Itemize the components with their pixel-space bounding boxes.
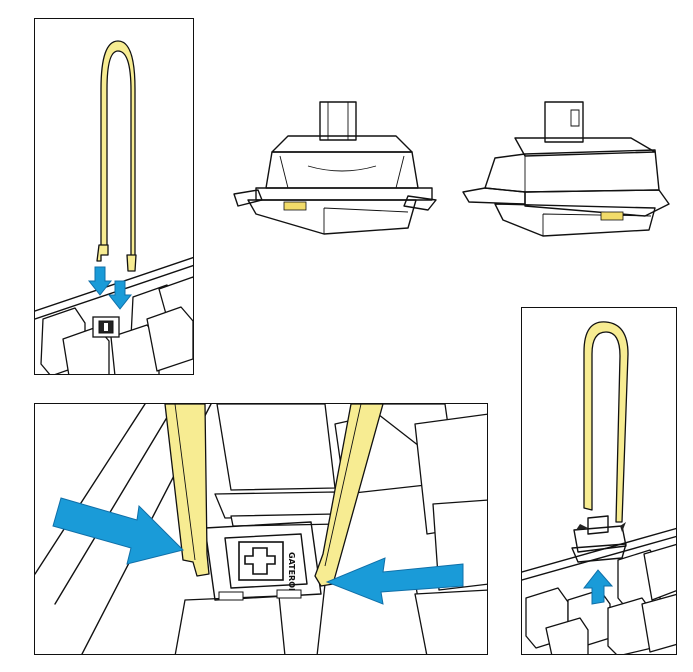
switch-stem (544, 101, 584, 143)
base-tab-left (233, 189, 263, 207)
keyboard-frame-inner (522, 535, 676, 581)
switch-latch (600, 211, 624, 221)
left-arrow-icon (325, 557, 464, 605)
step-lift-switch-panel (521, 307, 677, 655)
step-insert-puller-panel (34, 18, 194, 375)
lifted-switch (571, 515, 627, 563)
bottom-housing-edge (542, 213, 652, 236)
down-arrow-icon (87, 266, 113, 296)
mechanical-switch-side-icon (462, 101, 670, 237)
keycap (62, 326, 110, 374)
bottom-housing (247, 199, 417, 235)
down-arrow-icon (107, 280, 133, 310)
puller-prong-right (314, 404, 384, 587)
keycap-edge (230, 513, 340, 527)
housing-base (255, 187, 433, 201)
exposed-switch (92, 316, 120, 338)
keycap (643, 543, 676, 601)
puller-prong-left (164, 404, 210, 577)
squeeze-latches-illustration: GATERON (35, 404, 487, 654)
stem-detail (570, 109, 580, 127)
housing-stamp: GATERON (287, 552, 296, 595)
base-tab-left (462, 187, 526, 205)
switch-front-view (228, 96, 440, 246)
keyboard-frame-edge (522, 527, 676, 573)
right-arrow-icon (52, 497, 184, 565)
prong-inner-edges (174, 404, 362, 567)
switch-latch (283, 201, 307, 211)
insert-puller-illustration (35, 40, 193, 374)
keycap (414, 589, 487, 654)
base-tab-right (403, 195, 437, 211)
stem-edges (327, 102, 349, 140)
housing-base (524, 189, 670, 217)
puller-prong-right (126, 254, 137, 272)
puller-prong-left (96, 244, 109, 262)
exposed-switch: GATERON (204, 521, 322, 601)
up-arrow-icon (582, 569, 614, 605)
keycap (216, 404, 336, 491)
housing-top (271, 135, 413, 153)
switch-stem (319, 101, 357, 141)
step-squeeze-latches-panel: GATERON (34, 403, 488, 655)
switch-side-view (455, 96, 677, 246)
keycap (146, 306, 193, 372)
housing-body (265, 151, 419, 189)
keycap (174, 595, 286, 654)
keycap (545, 617, 589, 654)
bottom-housing-edge (323, 207, 409, 234)
lift-switch-illustration (522, 321, 676, 654)
switch-puller-tool (100, 40, 136, 262)
housing-detail (279, 155, 405, 189)
keycap (641, 593, 676, 653)
bottom-housing (494, 203, 656, 237)
mechanical-switch-front-icon (233, 101, 437, 235)
switch-puller-tool (583, 321, 629, 523)
keycap-row (40, 276, 193, 374)
housing-body (484, 149, 660, 193)
